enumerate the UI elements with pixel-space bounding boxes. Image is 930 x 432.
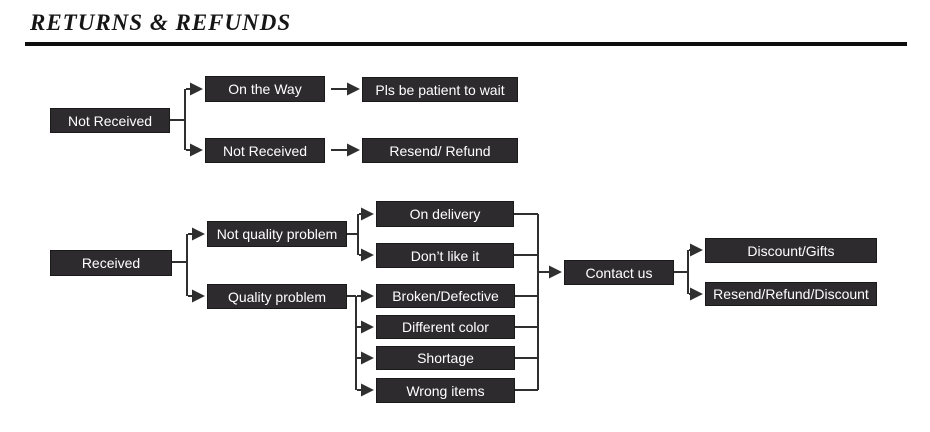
node-discount-gifts: Discount/Gifts (705, 238, 877, 263)
node-pls-be-patient: Pls be patient to wait (362, 77, 518, 102)
node-different-color: Different color (376, 315, 515, 339)
node-received-root: Received (50, 250, 172, 276)
node-resend-refund-discount: Resend/Refund/Discount (705, 282, 877, 306)
node-dont-like-it: Don’t like it (376, 243, 514, 268)
node-not-received-root: Not Received (50, 108, 170, 133)
title-underline (25, 42, 907, 46)
node-not-received-case: Not Received (205, 138, 325, 163)
node-shortage: Shortage (376, 346, 515, 370)
node-wrong-items: Wrong items (376, 378, 515, 403)
node-on-delivery: On delivery (376, 201, 514, 227)
page-title: RETURNS & REFUNDS (30, 10, 292, 35)
node-on-the-way: On the Way (205, 76, 325, 102)
node-broken-defective: Broken/Defective (376, 284, 515, 308)
node-resend-refund: Resend/ Refund (362, 138, 518, 163)
node-quality-problem: Quality problem (207, 284, 347, 309)
node-not-quality-problem: Not quality problem (207, 221, 347, 247)
node-contact-us: Contact us (564, 260, 674, 285)
